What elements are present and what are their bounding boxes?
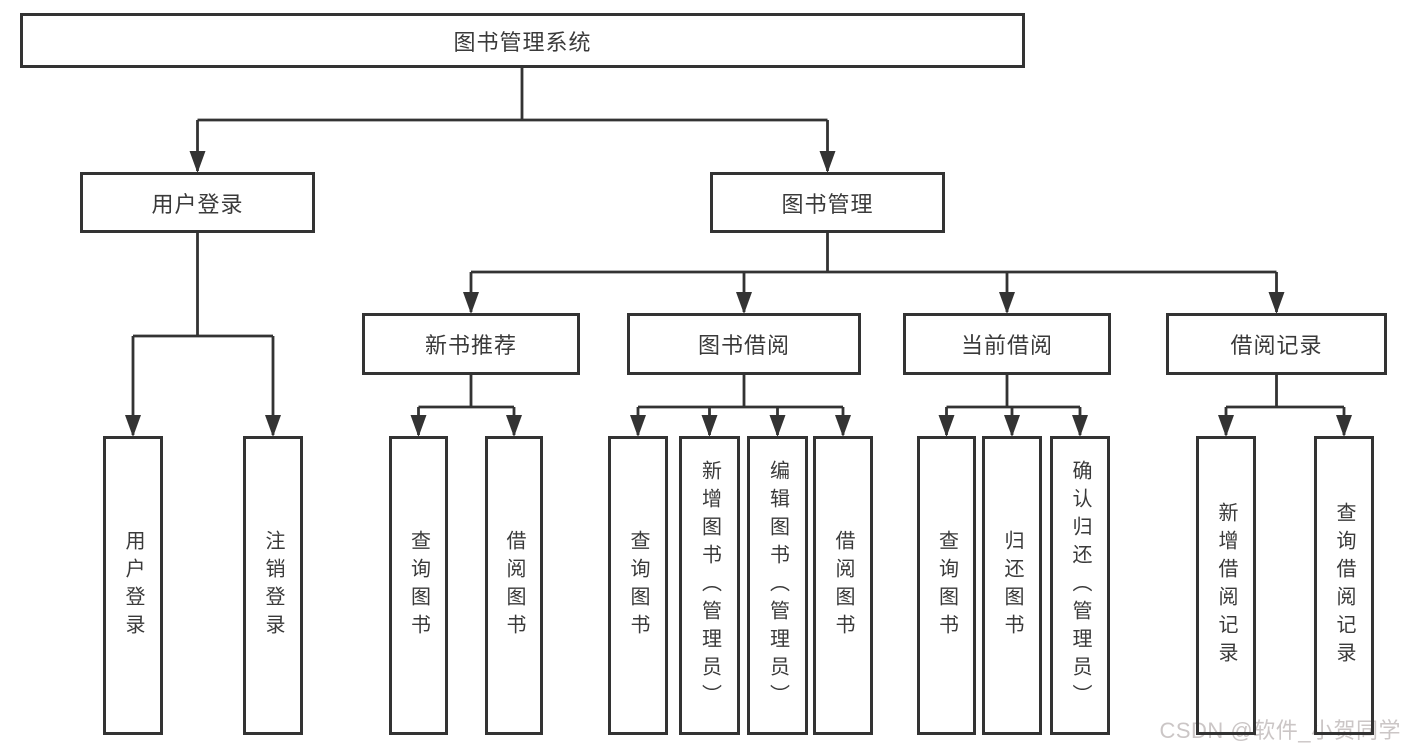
node-label: 查询图书 (627, 529, 649, 642)
node-label: 编辑图书（管理员） (766, 459, 789, 712)
node-label: 借阅图书 (832, 529, 854, 642)
connector-userlogin-bus (133, 233, 273, 338)
node-label: 新增借阅记录 (1215, 501, 1237, 670)
connector-currentborrow-bus (946, 375, 1080, 409)
node-user-login: 用户登录 (80, 172, 315, 233)
leaf-edit-books-admin: 编辑图书（管理员） (747, 436, 808, 735)
connector-newbook-bus (418, 375, 514, 409)
leaf-query-borrow-record: 查询借阅记录 (1314, 436, 1374, 735)
node-label: 查询图书 (935, 529, 958, 642)
node-label: 当前借阅 (960, 333, 1053, 358)
node-label: 用户登录 (122, 529, 144, 642)
leaf-borrow-books: 借阅图书 (813, 436, 873, 735)
node-book-management: 图书管理 (710, 172, 945, 233)
node-label: 借阅图书 (503, 529, 525, 642)
leaf-query-books-current: 查询图书 (917, 436, 976, 735)
leaf-borrow-books-recommend: 借阅图书 (485, 436, 543, 735)
connector-records-bus (1226, 375, 1344, 409)
node-new-book-recommend: 新书推荐 (362, 313, 580, 375)
node-label: 查询图书 (407, 529, 430, 642)
node-label: 新增图书（管理员） (698, 459, 721, 712)
node-label: 查询借阅记录 (1333, 501, 1355, 670)
leaf-confirm-return-admin: 确认归还（管理员） (1050, 436, 1110, 735)
node-label: 确认归还（管理员） (1069, 459, 1091, 712)
leaf-query-books-borrowing: 查询图书 (608, 436, 668, 735)
node-label: 新书推荐 (424, 333, 517, 358)
node-label: 图书管理系统 (453, 29, 592, 55)
leaf-logout: 注销登录 (243, 436, 303, 735)
leaf-add-books-admin: 新增图书（管理员） (679, 436, 740, 735)
connector-bookmgmt-bus (471, 233, 1277, 274)
node-label: 图书管理 (781, 191, 874, 217)
leaf-user-login: 用户登录 (103, 436, 163, 735)
connector-root-bus (197, 68, 828, 122)
connector-bookborrow-bus (638, 375, 843, 409)
node-label: 注销登录 (262, 529, 284, 642)
leaf-add-borrow-record: 新增借阅记录 (1196, 436, 1256, 735)
node-borrowing-records: 借阅记录 (1166, 313, 1387, 375)
node-label: 用户登录 (151, 191, 244, 217)
node-label: 图书借阅 (697, 333, 790, 358)
node-label: 借阅记录 (1230, 333, 1323, 358)
leaf-return-books: 归还图书 (982, 436, 1042, 735)
node-book-borrowing: 图书借阅 (627, 313, 861, 375)
node-current-borrowing: 当前借阅 (903, 313, 1111, 375)
leaf-query-books-recommend: 查询图书 (389, 436, 448, 735)
node-root-library-system: 图书管理系统 (20, 13, 1025, 68)
node-label: 归还图书 (1001, 529, 1023, 642)
csdn-watermark: CSDN @软件_小贺同学 (1159, 718, 1401, 743)
